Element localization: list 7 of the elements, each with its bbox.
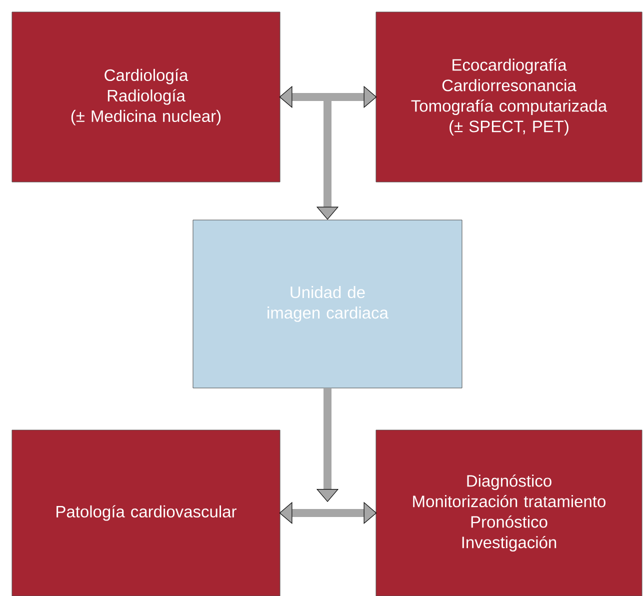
pathology-box: Patología cardiovascular [12, 430, 280, 596]
specialty-box: Cardiología Radiología (± Medicina nuclear) [12, 12, 280, 182]
purpose-box: Diagnóstico Monitorización tratamiento Pronóstico Investigación [376, 430, 642, 596]
technique-box: Ecocardiografía Cardiorresonancia Tomografía computarizada (± SPECT, PET) [376, 12, 642, 182]
double-arrow [279, 502, 377, 524]
double-arrow [279, 86, 377, 108]
unit-box: Unidad de imagen cardiaca [192, 220, 462, 388]
